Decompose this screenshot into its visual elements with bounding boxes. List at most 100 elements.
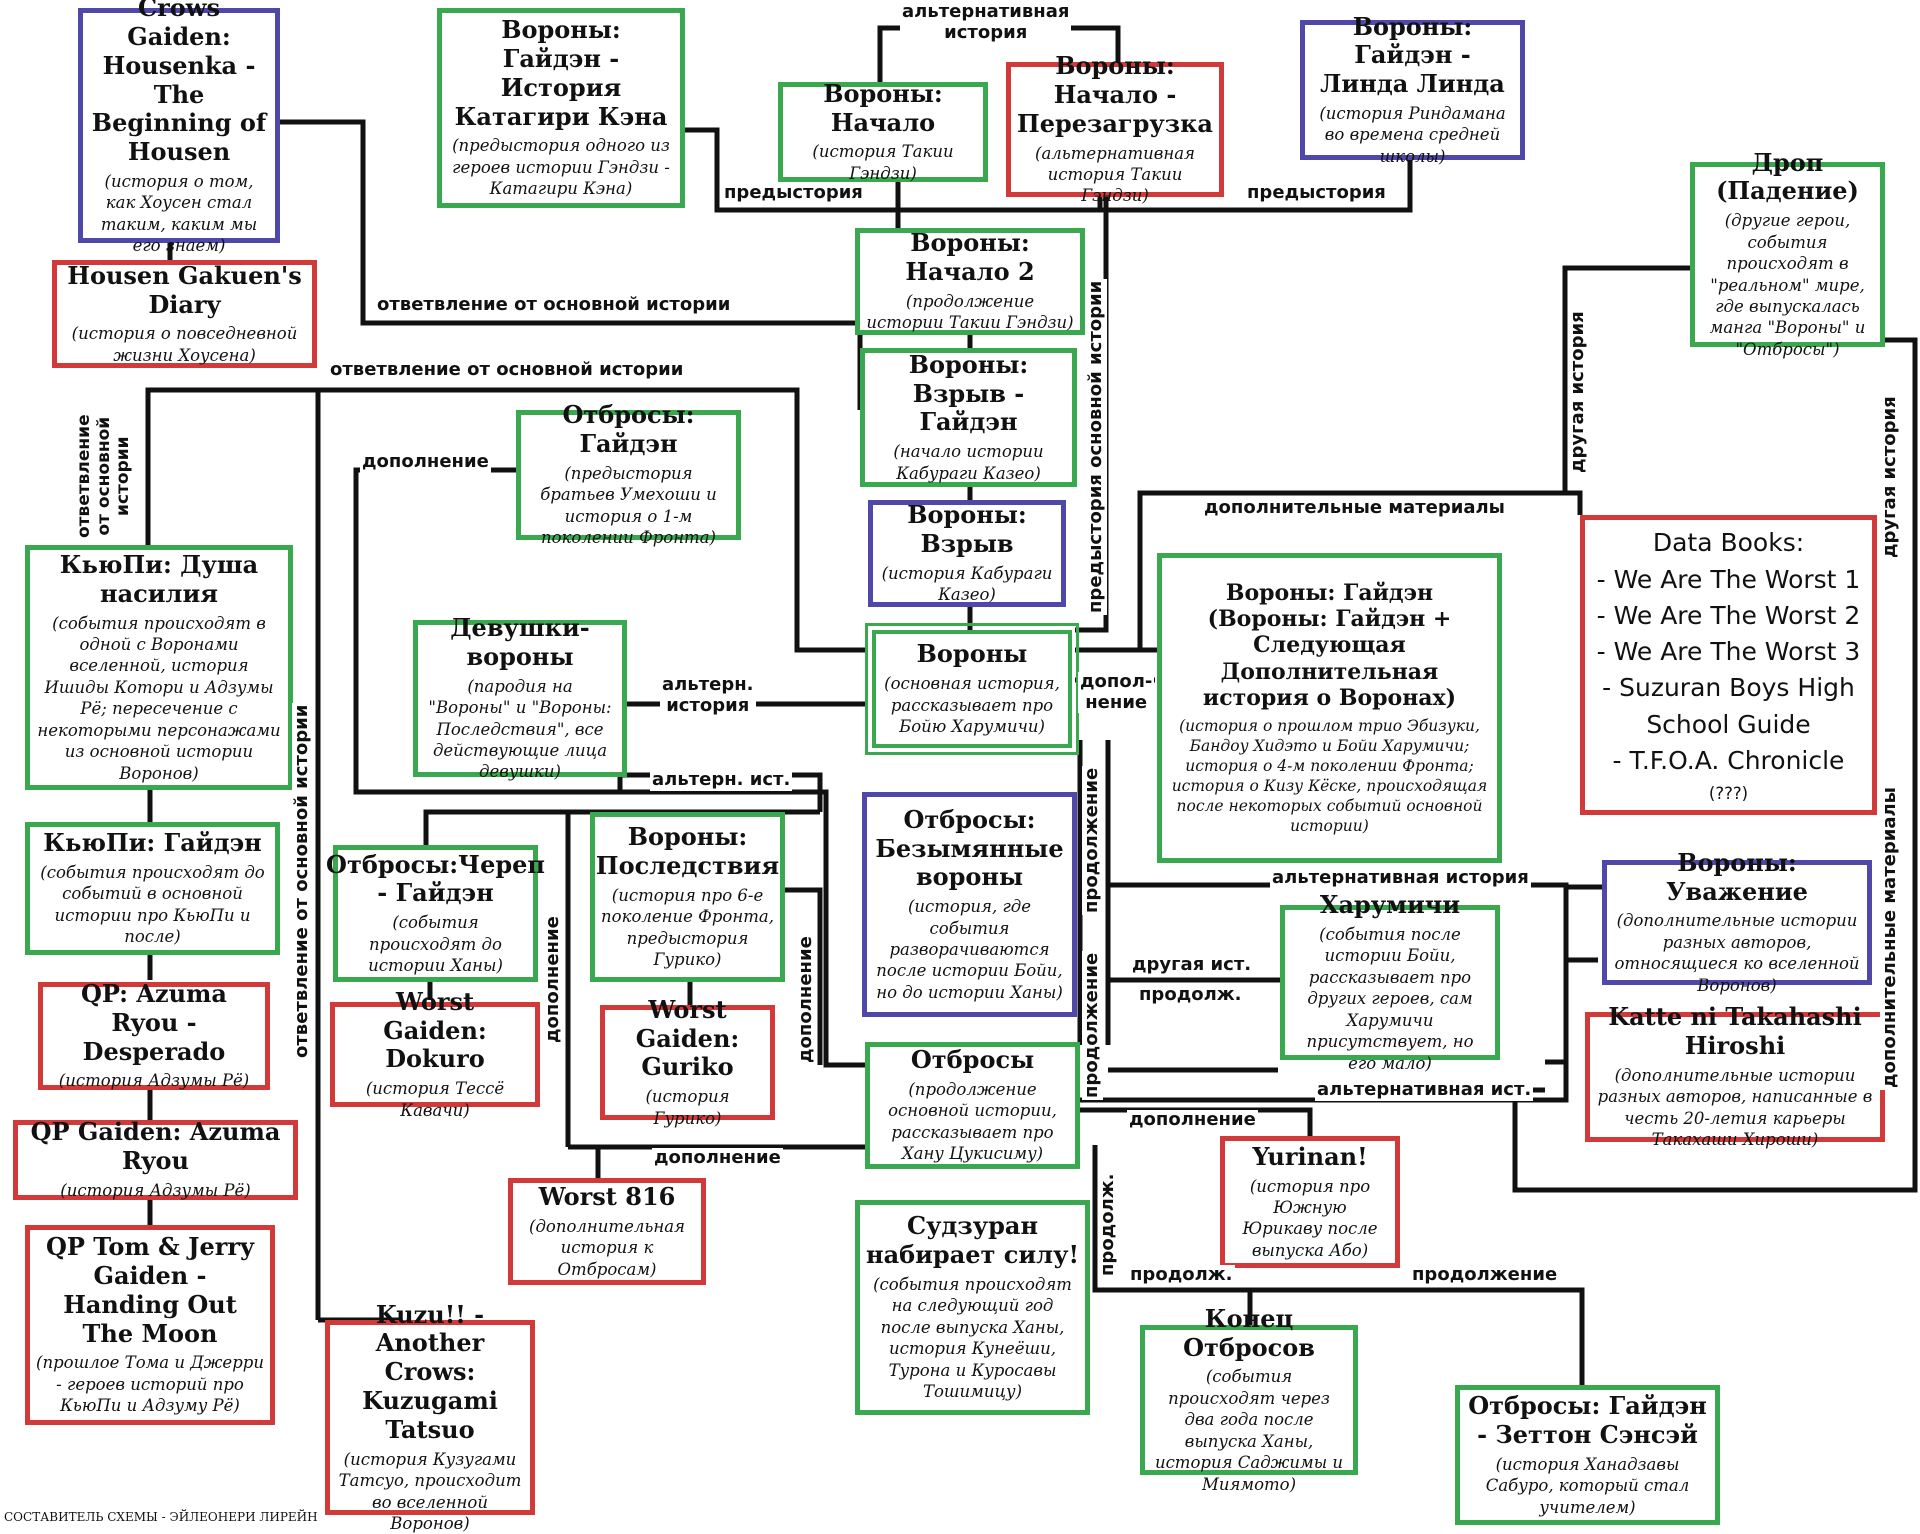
- node-nachalo-title: Вороны: Начало: [823, 78, 943, 137]
- node-harumichi-desc: (события после истории Бойи, рассказывае…: [1306, 924, 1474, 1073]
- node-uvazhenie: Вороны: Уважение (дополнительные истории…: [1602, 848, 1872, 995]
- node-qp-gaiden-title: КьюПи: Гайдэн: [43, 828, 262, 858]
- node-yurinan-desc: (история про Южную Юрикаву после выпуска…: [1242, 1176, 1378, 1260]
- connector-dop-materials: [1075, 490, 1583, 653]
- node-vzryv-title: Вороны: Взрыв: [907, 500, 1027, 559]
- node-tomjerry: QP Tom & Jerry Gaiden - Handing Out The …: [25, 1225, 275, 1425]
- node-gaiden-plus: Вороны: Гайдэн (Вороны: Гайдэн + Следующ…: [1157, 553, 1502, 863]
- label-prodolzh2: продолж.: [1128, 1264, 1235, 1286]
- node-devushki-title: Девушки-вороны: [450, 613, 590, 671]
- connector-posled-right: [785, 887, 823, 1065]
- node-vorony-desc: (основная история, рассказывает про Бойю…: [884, 674, 1060, 737]
- node-katagiri-title: Вороны: Гайдэн - История Катагири Кэна: [454, 15, 668, 131]
- node-cherep-desc: (события происходят до истории Ханы): [368, 913, 503, 976]
- node-otbrosy-gaiden: Отбросы: Гайдэн (предыстория братьев Уме…: [516, 401, 741, 547]
- node-qp-dusha-title: КьюПи: Душа насилия: [59, 549, 259, 608]
- node-nachalo2-title: Вороны: Начало 2: [905, 228, 1035, 287]
- node-qp-gaiden: КьюПи: Гайдэн (события происходят до соб…: [25, 822, 280, 955]
- node-housen-diary: Housen Gakuen's Diary (история о повседн…: [52, 260, 317, 368]
- node-kuzu: Kuzu!! - Another Crows: Kuzugami Tatsuo …: [325, 1300, 535, 1533]
- label-other-story1: другая история: [1567, 309, 1589, 475]
- node-vzryv-gaiden-title: Вороны: Взрыв - Гайдэн: [908, 349, 1029, 437]
- node-vzryv: Вороны: Взрыв (история Кабураги Казео): [868, 500, 1066, 607]
- node-katte: Katte ni Takahashi Hiroshi (дополнительн…: [1585, 1003, 1885, 1149]
- connector-dopolnenie-v: [620, 789, 865, 1068]
- node-reboot: Вороны: Начало - Перезагрузка (альтернат…: [1006, 51, 1224, 205]
- node-uvazhenie-desc: (дополнительные истории разных авторов, …: [1614, 911, 1860, 995]
- node-zenmon: Отбросы: Гайдэн - Зеттон Сэнсэй (история…: [1455, 1385, 1720, 1525]
- node-vzryv-gaiden-desc: (начало истории Кабураги Казео): [893, 442, 1044, 483]
- node-worst816-desc: (дополнительная история к Отбросам): [529, 1216, 685, 1279]
- connector-prodolzh-v: [1092, 1145, 1585, 1385]
- node-otbrosy-gaiden-desc: (предыстория братьев Умехоши и история о…: [540, 463, 717, 548]
- node-gaiden-plus-title: Вороны: Гайдэн (Вороны: Гайдэн + Следующ…: [1202, 579, 1457, 712]
- node-kuzu-desc: (история Кузугами Татсуо, происходит во …: [338, 1449, 522, 1533]
- node-vzryv-gaiden: Вороны: Взрыв - Гайдэн (начало истории К…: [860, 348, 1077, 487]
- node-housenka-desc: (история о том, как Хоусен стал таким, к…: [100, 172, 258, 256]
- node-katte-desc: (дополнительные истории разных авторов, …: [1597, 1065, 1873, 1150]
- node-kuzu-title: Kuzu!! - Another Crows: Kuzugami Tatsuo: [362, 1299, 498, 1444]
- node-qp-azuma: QP Gaiden: Azuma Ryou (история Адзумы Рё…: [13, 1117, 298, 1201]
- node-data-books-desc: (???): [1708, 784, 1749, 804]
- node-konec: Конец Отбросов (события происходят через…: [1140, 1304, 1358, 1494]
- node-reboot-desc: (альтернативная история Такии Гэндзи): [1035, 143, 1195, 206]
- node-data-books: Data Books: - We Are The Worst 1 - We Ar…: [1580, 515, 1877, 815]
- label-drugaya-ist: другая ист.: [1130, 954, 1254, 976]
- label-prodolzhenie2: продолжение: [1081, 950, 1103, 1100]
- node-nachalo2-desc: (продолжение истории Такии Гэндзи): [866, 291, 1074, 333]
- node-dokuro: Worst Gaiden: Dokuro (история Тессё Кава…: [330, 987, 540, 1120]
- node-posledstviya-title: Вороны: Последствия: [595, 822, 780, 881]
- label-prodolzh: продолж.: [1137, 984, 1244, 1006]
- node-housen-diary-title: Housen Gakuen's Diary: [67, 260, 302, 319]
- node-sudzuran-title: Судзуран набирает силу!: [866, 1211, 1079, 1270]
- label-dopolnenie-top: дополнение: [360, 451, 491, 473]
- node-guriko-desc: (история Гурико): [645, 1087, 730, 1128]
- node-qp-dusha-desc: (события происходят в одной с Воронами в…: [37, 613, 281, 783]
- node-qp-azuma-title: QP Gaiden: Azuma Ryou: [30, 1117, 281, 1176]
- node-katte-title: Katte ni Takahashi Hiroshi: [1608, 1002, 1862, 1061]
- label-prodolzh-v: продолж.: [1097, 1171, 1119, 1278]
- node-housenka: Crows Gaiden: Housenka - The Beginning o…: [78, 0, 280, 255]
- node-drop: Дроп (Падение) (другие герои, события пр…: [1690, 148, 1885, 359]
- node-bezymyannye-desc: (история, где события разворачиваются по…: [876, 897, 1063, 1002]
- label-dopol-nenie: допол- нение: [1078, 671, 1155, 714]
- node-worst816-title: Worst 816: [538, 1181, 676, 1211]
- label-prodolzhenie3: продолжение: [1410, 1264, 1560, 1286]
- label-branch3: ответвление от основной истории: [74, 412, 134, 540]
- node-drop-title: Дроп (Падение): [1716, 147, 1859, 206]
- node-sudzuran-desc: (события происходят на следующий год пос…: [873, 1274, 1072, 1402]
- node-data-books-title: Data Books: - We Are The Worst 1 - We Ar…: [1596, 528, 1861, 775]
- node-katagiri: Вороны: Гайдэн - История Катагири Кэна (…: [437, 8, 685, 208]
- label-branch4: ответвление от основной истории: [291, 702, 313, 1060]
- node-yurinan: Yurinan! (история про Южную Юрикаву посл…: [1220, 1136, 1400, 1268]
- node-otbrosy-title: Отбросы: [910, 1045, 1035, 1075]
- node-housen-diary-desc: (история о повседневной жизни Хоусена): [71, 324, 298, 365]
- connector-prequel-top: [685, 127, 1413, 213]
- node-desperado-title: QP: Azuma Ryou - Desperado: [81, 979, 227, 1066]
- label-prodolzhenie1: продолжение: [1081, 765, 1103, 915]
- node-bezymyannye-title: Отбросы: Безымянные вороны: [875, 804, 1064, 892]
- label-prequel-right: предыстория: [1245, 182, 1388, 204]
- node-linda-desc: (история Риндамана во времена средней шк…: [1319, 104, 1506, 166]
- node-qp-dusha: КьюПи: Душа насилия (события происходят …: [25, 545, 293, 790]
- label-branch2: ответвление от основной истории: [328, 359, 686, 381]
- node-linda: Вороны: Гайдэн - Линда Линда (история Ри…: [1300, 12, 1525, 166]
- node-otbrosy-gaiden-title: Отбросы: Гайдэн: [562, 400, 695, 459]
- credit-text: СОСТАВИТЕЛЬ СХЕМЫ - ЭЙЛЕОНЕРИ ЛИРЕЙН: [4, 1510, 318, 1524]
- node-qp-azuma-desc: (история Адзумы Рё): [60, 1181, 251, 1201]
- label-dop-materials: дополнительные материалы: [1202, 497, 1507, 519]
- node-bezymyannye: Отбросы: Безымянные вороны (история, где…: [862, 792, 1077, 1017]
- node-nachalo: Вороны: Начало (история Такии Гэндзи): [778, 78, 988, 183]
- node-zenmon-desc: (история Ханадзавы Сабуро, который стал …: [1485, 1454, 1690, 1517]
- node-posledstviya-desc: (история про 6-е поколение Фронта, преды…: [601, 885, 774, 970]
- node-konec-desc: (события происходят через два года после…: [1154, 1367, 1344, 1494]
- node-sudzuran: Судзуран набирает силу! (события происхо…: [855, 1200, 1090, 1415]
- node-harumichi: Харумичи (события после истории Бойи, ра…: [1280, 890, 1500, 1073]
- node-nachalo2: Вороны: Начало 2 (продолжение истории Та…: [855, 228, 1085, 335]
- node-cherep-title: Отбросы:Череп - Гайдэн: [326, 849, 545, 908]
- node-worst816: Worst 816 (дополнительная история к Отбр…: [508, 1178, 706, 1285]
- node-katagiri-desc: (предыстория одного из героев истории Гэ…: [452, 136, 670, 199]
- node-yurinan-title: Yurinan!: [1252, 1141, 1368, 1171]
- node-nachalo-desc: (история Такии Гэндзи): [812, 142, 954, 183]
- label-alt-story-top: альтернативная история: [900, 1, 1072, 44]
